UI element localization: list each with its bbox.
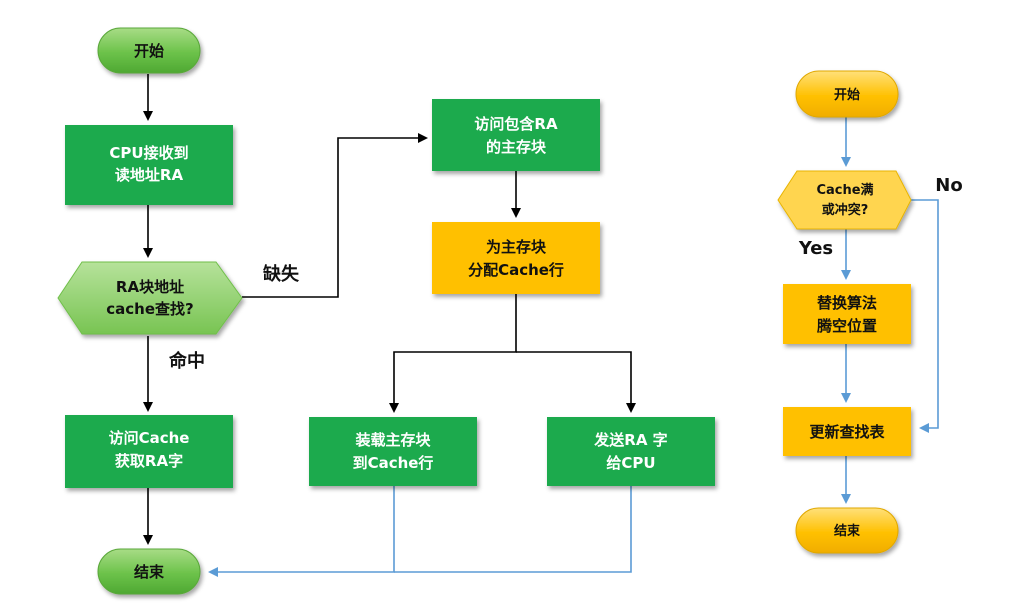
- right-start-label: 开始: [834, 87, 860, 103]
- allocate-box: [432, 222, 600, 294]
- receive-label-1: CPU接收到: [109, 144, 188, 162]
- right-end-label: 结束: [834, 523, 861, 539]
- arrow-send-to-end: [394, 486, 632, 573]
- right-end-shape: [795, 507, 899, 554]
- load-label-2: 到Cache行: [353, 454, 434, 472]
- send-label-1: 发送RA 字: [593, 431, 667, 449]
- middle-arrows: [389, 171, 636, 413]
- access-cache-label-2: 获取RA字: [115, 452, 183, 470]
- lookup-decision-label-1: RA块地址: [116, 278, 184, 296]
- full-decision-shape: [777, 170, 912, 230]
- left-arrows: [143, 74, 428, 545]
- access-main-label-2: 的主存块: [486, 138, 547, 156]
- access-cache-label-1: 访问Cache: [109, 429, 190, 447]
- middle-blue-lines: [208, 486, 632, 577]
- left-end-shape: [97, 548, 201, 595]
- receive-box: [65, 125, 233, 205]
- hit-label: 命中: [169, 350, 205, 372]
- access-cache-box: [65, 415, 233, 488]
- update-box: [783, 407, 911, 456]
- send-box: [547, 417, 715, 486]
- arrow-allocate-split: [389, 294, 517, 413]
- yes-label: Yes: [798, 238, 833, 259]
- allocate-label-1: 为主存块: [486, 238, 547, 256]
- access-main-label-1: 访问包含RA: [474, 115, 558, 133]
- left-end-label: 结束: [134, 563, 165, 581]
- replace-label-1: 替换算法: [817, 294, 877, 312]
- left-start-shape: [97, 27, 201, 74]
- right-arrows: [841, 117, 939, 504]
- left-start-label: 开始: [134, 42, 164, 60]
- arrow-load-to-end: [208, 486, 395, 577]
- left-start: [97, 27, 201, 74]
- no-label: No: [935, 175, 962, 196]
- receive-label-2: 读地址RA: [115, 166, 184, 184]
- replace-box: [783, 284, 911, 344]
- load-box: [309, 417, 477, 486]
- full-decision-label-1: Cache满: [816, 182, 873, 198]
- access-main-box: [432, 99, 600, 171]
- arrow-decision-miss: [242, 133, 428, 298]
- replace-label-2: 腾空位置: [816, 317, 877, 335]
- miss-label: 缺失: [262, 263, 300, 285]
- allocate-label-2: 分配Cache行: [468, 261, 564, 279]
- right-start-shape: [795, 70, 899, 118]
- load-label-1: 装载主存块: [354, 431, 431, 449]
- lookup-decision-shape: [57, 261, 243, 335]
- lookup-decision-label-2: cache查找?: [106, 300, 193, 318]
- send-label-2: 给CPU: [606, 454, 655, 472]
- full-decision-label-2: 或冲突?: [822, 202, 869, 218]
- update-label: 更新查找表: [809, 423, 885, 441]
- arrow-allocate-split-right: [516, 351, 636, 413]
- arrow-decision-no: [909, 199, 939, 433]
